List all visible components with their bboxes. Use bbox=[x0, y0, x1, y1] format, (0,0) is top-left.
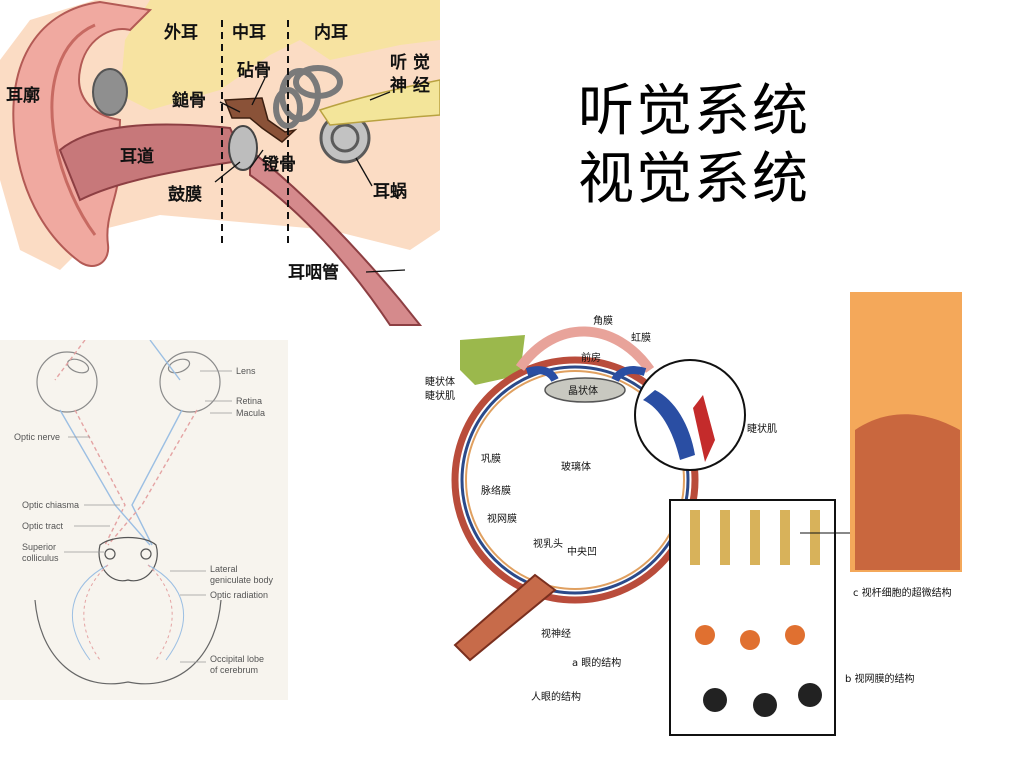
label-auditory-nerve-1: 听 觉 bbox=[390, 52, 430, 73]
label-optic-disc: 视乳头 bbox=[533, 537, 563, 550]
left-eyeball bbox=[36, 351, 98, 413]
eardrum-shape bbox=[228, 125, 258, 171]
label-stapes: 镫骨 bbox=[262, 154, 296, 175]
auricle-concha bbox=[92, 68, 128, 116]
label-cornea: 角膜 bbox=[593, 315, 613, 327]
pathway-leader-lines bbox=[64, 370, 232, 663]
eyeball-choroid bbox=[460, 365, 690, 595]
label-auditory-nerve-2: 神 经 bbox=[390, 75, 430, 96]
ear-leader-lines bbox=[214, 77, 406, 273]
optic-pathways bbox=[54, 340, 198, 546]
ciliary-zoom-muscle bbox=[693, 395, 715, 462]
caption-retina-b: b 视网膜的结构 bbox=[845, 672, 915, 685]
label-iris: 虹膜 bbox=[631, 332, 651, 344]
right-eyeball bbox=[159, 351, 221, 413]
label-optic-radiation: Optic radiation bbox=[210, 590, 268, 600]
label-anterior-chamber: 前房 bbox=[581, 351, 601, 364]
label-retina: 视网膜 bbox=[487, 512, 517, 525]
label-optic-nerve: Optic nerve bbox=[14, 432, 60, 442]
caption-human-eye: 人眼的结构 bbox=[531, 690, 581, 703]
ciliary-tissue bbox=[460, 335, 525, 385]
label-outer-ear: 外耳 bbox=[164, 22, 198, 43]
label-superior-colliculus-1: Superior bbox=[22, 542, 56, 552]
caption-eye-structure-a: a 眼的结构 bbox=[572, 656, 621, 669]
ear-diagram: 外耳 中耳 内耳 听 觉 神 经 耳廓 砧骨 鎚骨 耳道 镫骨 鼓膜 耳蜗 耳咽… bbox=[0, 0, 440, 330]
label-eardrum: 鼓膜 bbox=[168, 184, 202, 205]
optic-nerve-shape bbox=[453, 573, 557, 662]
label-lgn-1: Lateral bbox=[210, 564, 238, 574]
title-line-auditory: 听觉系统 bbox=[578, 79, 810, 144]
label-optic-nerve: 视神经 bbox=[541, 627, 571, 640]
iris-shape bbox=[525, 366, 559, 383]
label-cochlea: 耳蜗 bbox=[373, 182, 407, 202]
label-occipital-2: of cerebrum bbox=[210, 665, 258, 675]
lens-shape bbox=[544, 377, 626, 403]
label-malleus: 鎚骨 bbox=[172, 90, 206, 111]
semicircular-canals bbox=[273, 65, 343, 129]
cornea-shape bbox=[515, 326, 655, 373]
auricle-inner-fold bbox=[50, 23, 97, 236]
occipital-lobe-outline bbox=[34, 599, 222, 685]
label-macula: Macula bbox=[236, 408, 265, 418]
label-optic-tract: Optic tract bbox=[22, 521, 64, 531]
caption-rod-cell-c: c 视杆细胞的超微结构 bbox=[853, 586, 952, 599]
label-lgn-2: geniculate body bbox=[210, 575, 274, 585]
label-lens: 晶状体 bbox=[568, 384, 598, 397]
label-fovea: 中央凹 bbox=[567, 545, 597, 558]
label-inner-ear: 内耳 bbox=[314, 22, 348, 43]
eyeball-retina-layer bbox=[465, 370, 685, 590]
cochlea-inner bbox=[330, 123, 360, 153]
label-middle-ear: 中耳 bbox=[232, 22, 266, 43]
eye-structure-diagram: 角膜 虹膜 前房 睫状体 睫状肌 晶状体 睫状肌 巩膜 玻璃体 脉络膜 视网膜 … bbox=[415, 290, 990, 740]
label-retina: Retina bbox=[236, 396, 262, 406]
rod-inset-cell bbox=[855, 414, 960, 570]
label-vitreous: 玻璃体 bbox=[561, 460, 591, 473]
label-auricle: 耳廓 bbox=[6, 85, 40, 106]
label-incus: 砧骨 bbox=[237, 60, 271, 81]
ossicles-shape bbox=[223, 97, 298, 143]
label-lens: Lens bbox=[236, 366, 256, 376]
eustachian-tube-shape bbox=[249, 147, 423, 326]
title-line-visual: 视觉系统 bbox=[578, 147, 810, 212]
label-ciliary-muscle: 睫状肌 bbox=[425, 389, 455, 402]
ciliary-zoom-content bbox=[643, 390, 695, 460]
label-superior-colliculus-2: colliculus bbox=[22, 553, 59, 563]
label-ciliary-body: 睫状体 bbox=[425, 375, 455, 388]
optic-radiation-fibers bbox=[71, 564, 185, 661]
slide-title: 听觉系统 视觉系统 bbox=[578, 78, 810, 214]
label-ear-canal: 耳道 bbox=[120, 146, 154, 167]
ciliary-zoom-circle bbox=[634, 359, 746, 471]
label-eustachian-tube: 耳咽管 bbox=[288, 262, 339, 283]
label-sclera: 巩膜 bbox=[481, 453, 501, 465]
label-ciliary-muscle-zoom: 睫状肌 bbox=[747, 422, 777, 435]
retina-cells bbox=[690, 510, 822, 717]
label-optic-chiasma: Optic chiasma bbox=[22, 500, 79, 510]
label-occipital-1: Occipital lobe bbox=[210, 654, 264, 664]
midbrain bbox=[98, 536, 158, 582]
auditory-nerve-shape bbox=[318, 79, 440, 126]
auricle-shape bbox=[12, 0, 153, 267]
ear-bone-tissue bbox=[120, 0, 440, 110]
label-choroid: 脉络膜 bbox=[481, 484, 511, 497]
iris-shape-right bbox=[611, 366, 647, 383]
visual-pathway-diagram: Lens Retina Macula Optic nerve Optic chi… bbox=[0, 340, 288, 700]
